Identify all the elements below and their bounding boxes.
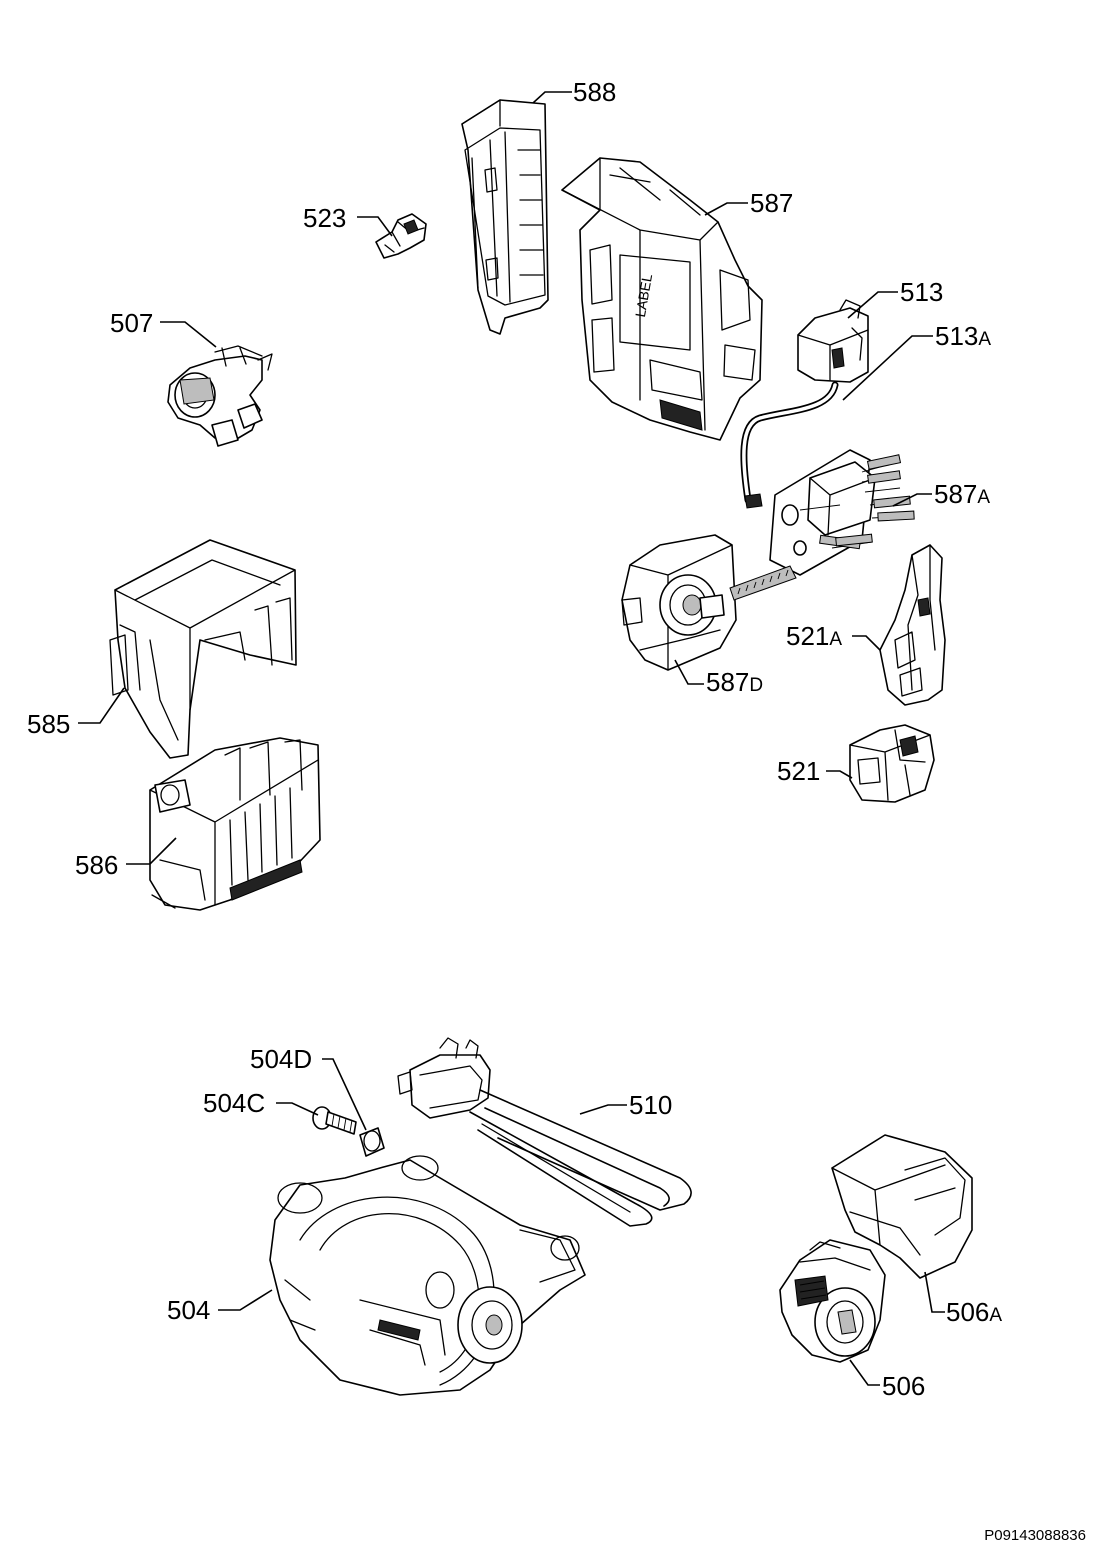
part-587-electronic-housing[interactable]: LABEL <box>561 157 763 441</box>
part-507-inlet-valve[interactable] <box>167 345 273 447</box>
part-506-drain-pump[interactable] <box>779 1239 886 1363</box>
label-588: 588 <box>573 77 616 107</box>
label-504C-number: 504C <box>203 1088 265 1118</box>
part-504C-screw[interactable] <box>312 1106 357 1135</box>
label-513A-number: 513A <box>935 321 991 351</box>
part-586-motor-module[interactable] <box>149 737 321 911</box>
label-510-number: 510 <box>629 1090 672 1120</box>
part-504D-grommet[interactable] <box>359 1127 385 1157</box>
label-504-number: 504 <box>167 1295 210 1325</box>
part-513-filter[interactable] <box>797 299 869 383</box>
part-523-clip[interactable] <box>375 213 427 259</box>
part-587A-relay-board[interactable] <box>769 449 915 576</box>
label-513: 513 <box>900 277 943 307</box>
label-587D-number: 587D <box>706 667 763 697</box>
part-510-heating-element[interactable] <box>397 1037 692 1227</box>
label-587A-number: 587A <box>934 479 990 509</box>
label-586-number: 586 <box>75 850 118 880</box>
document-id: P09143088836 <box>984 1527 1086 1544</box>
part-587D-pressure-switch[interactable] <box>621 534 797 671</box>
label-521A-number: 521A <box>786 621 842 651</box>
part-521A-bracket[interactable] <box>879 544 946 706</box>
label-507: 507 <box>110 308 153 338</box>
part-588-duct[interactable] <box>461 99 549 335</box>
label-521-number: 521 <box>777 756 820 786</box>
part-521-door-lock[interactable] <box>849 724 935 803</box>
part-585-cover[interactable] <box>109 539 297 759</box>
label-506A-number: 506A <box>946 1297 1002 1327</box>
label-587: 587 <box>750 188 793 218</box>
part-513A-cable[interactable] <box>740 381 839 509</box>
label-sticker-icon: LABEL <box>632 273 655 319</box>
label-523: 523 <box>303 203 346 233</box>
part-506A-pump-cover[interactable] <box>831 1134 973 1279</box>
label-504D-number: 504D <box>250 1044 312 1074</box>
label-585-number: 585 <box>27 709 70 739</box>
part-504-motor[interactable] <box>269 1155 586 1396</box>
label-506-number: 506 <box>882 1371 925 1401</box>
